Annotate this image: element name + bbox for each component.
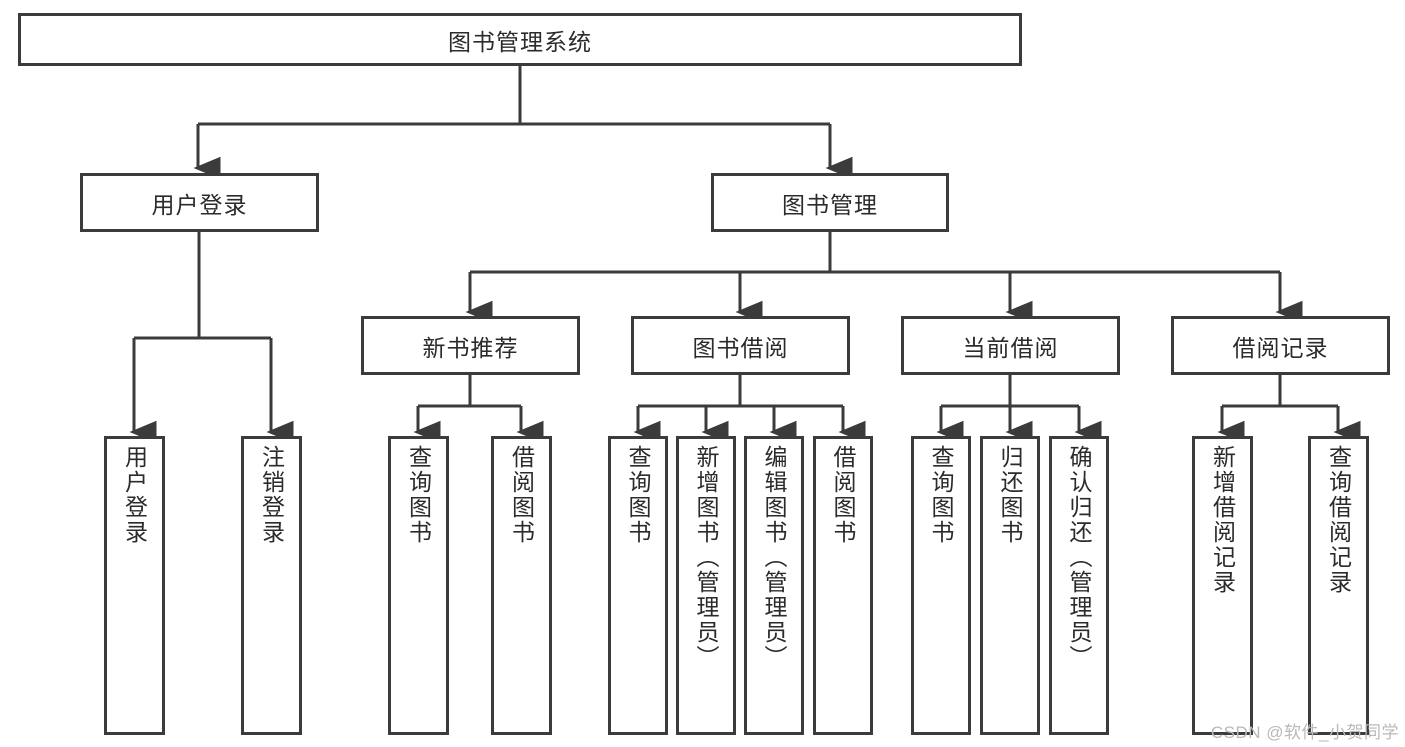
leaf-label: 编辑图书（管理员） [761,445,788,670]
node-user-login-label: 用户登录 [151,191,248,218]
leaf-new-book-1[interactable]: 查询图书 [388,436,449,735]
leaf-label: 新增借阅记录 [1209,445,1236,595]
node-book-manage-label: 图书管理 [782,191,878,218]
leaf-label: 查询图书 [928,445,955,545]
node-borrow-record[interactable]: 借阅记录 [1171,316,1390,375]
leaf-label: 确认归还（管理员） [1066,445,1093,670]
leaf-current-borrow-3[interactable]: 确认归还（管理员） [1049,436,1109,735]
leaf-borrow-record-2[interactable]: 查询借阅记录 [1308,436,1369,735]
leaf-book-borrow-4[interactable]: 借阅图书 [813,436,873,735]
leaf-label: 查询图书 [405,445,432,545]
leaf-label: 注销登录 [258,445,285,545]
node-current-borrow-label: 当前借阅 [962,334,1059,361]
node-root[interactable]: 图书管理系统 [18,13,1022,66]
node-borrow-record-label: 借阅记录 [1232,334,1329,361]
node-user-login[interactable]: 用户登录 [80,173,319,232]
leaf-label: 查询借阅记录 [1325,445,1352,595]
leaf-borrow-record-1[interactable]: 新增借阅记录 [1192,436,1253,735]
node-new-book-label: 新书推荐 [422,334,519,361]
node-root-label: 图书管理系统 [448,28,592,55]
leaf-label: 用户登录 [121,445,148,545]
leaf-current-borrow-2[interactable]: 归还图书 [980,436,1040,735]
leaf-user-login-1[interactable]: 用户登录 [104,436,165,735]
leaf-user-login-2[interactable]: 注销登录 [241,436,302,735]
leaf-label: 归还图书 [997,445,1024,545]
leaf-book-borrow-2[interactable]: 新增图书（管理员） [676,436,736,735]
node-book-manage[interactable]: 图书管理 [711,173,949,232]
leaf-label: 借阅图书 [508,445,535,545]
leaf-current-borrow-1[interactable]: 查询图书 [911,436,971,735]
leaf-new-book-2[interactable]: 借阅图书 [491,436,552,735]
node-book-borrow[interactable]: 图书借阅 [631,316,850,375]
leaf-label: 新增图书（管理员） [693,445,720,670]
leaf-label: 查询图书 [625,445,652,545]
node-new-book[interactable]: 新书推荐 [361,316,580,375]
node-book-borrow-label: 图书借阅 [692,334,789,361]
node-current-borrow[interactable]: 当前借阅 [901,316,1120,375]
leaf-book-borrow-3[interactable]: 编辑图书（管理员） [744,436,804,735]
watermark: CSDN @软件_小贺同学 [1210,723,1399,742]
leaf-label: 借阅图书 [830,445,857,545]
leaf-book-borrow-1[interactable]: 查询图书 [608,436,668,735]
